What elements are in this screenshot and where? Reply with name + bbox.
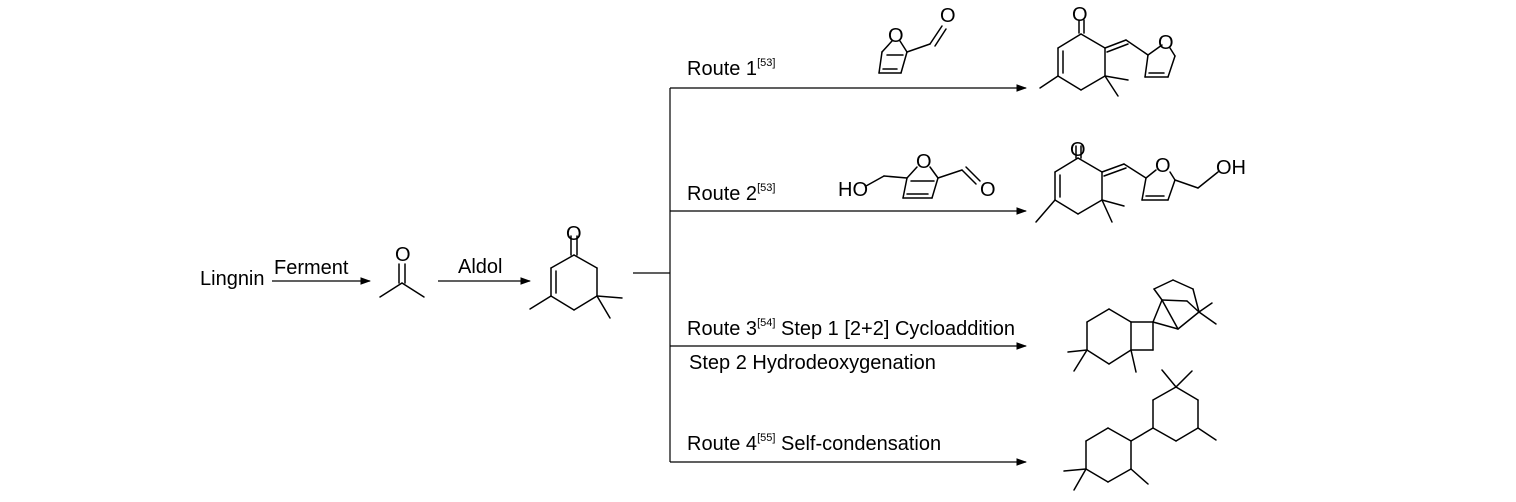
isophorone-oxygen: O xyxy=(566,223,582,245)
ferment-label: Ferment xyxy=(274,257,349,279)
hmf-ring-oxygen: O xyxy=(916,151,932,173)
route-2-label: Route 2[53] xyxy=(687,182,775,205)
hmf-carbonyl-oxygen: O xyxy=(980,179,996,201)
hmf-molecule: HO O O xyxy=(838,151,996,201)
route-4-product xyxy=(1063,369,1217,491)
route-bracket xyxy=(633,88,671,462)
acetone-molecule: O xyxy=(379,244,425,298)
route-2-furan-oxygen: O xyxy=(1155,155,1171,177)
furfural-molecule: O O xyxy=(878,5,956,74)
hmf-hydroxyl: HO xyxy=(838,179,868,201)
route-3-product xyxy=(1067,279,1217,373)
route-3-label: Route 3[54] Step 1 [2+2] Cycloaddition xyxy=(687,317,1015,340)
route-1-label: Route 1[53] xyxy=(687,57,775,80)
route-2-product: O O OH xyxy=(1035,139,1246,223)
start-material-label: Lingnin xyxy=(200,268,265,290)
route-1-product: O O xyxy=(1039,4,1176,97)
route-4-label: Route 4[55] Self-condensation xyxy=(687,432,941,455)
isophorone-molecule: O xyxy=(529,223,623,319)
route-1-carbonyl-oxygen: O xyxy=(1072,4,1088,26)
route-2-hydroxyl: OH xyxy=(1216,157,1246,179)
acetone-oxygen: O xyxy=(395,244,411,266)
furfural-carbonyl-oxygen: O xyxy=(940,5,956,27)
aldol-label: Aldol xyxy=(458,256,502,278)
furfural-ring-oxygen: O xyxy=(888,25,904,47)
route-1-furan-oxygen: O xyxy=(1158,32,1174,54)
route-3-step2-label: Step 2 Hydrodeoxygenation xyxy=(689,352,936,374)
route-2-carbonyl-oxygen: O xyxy=(1070,139,1086,161)
